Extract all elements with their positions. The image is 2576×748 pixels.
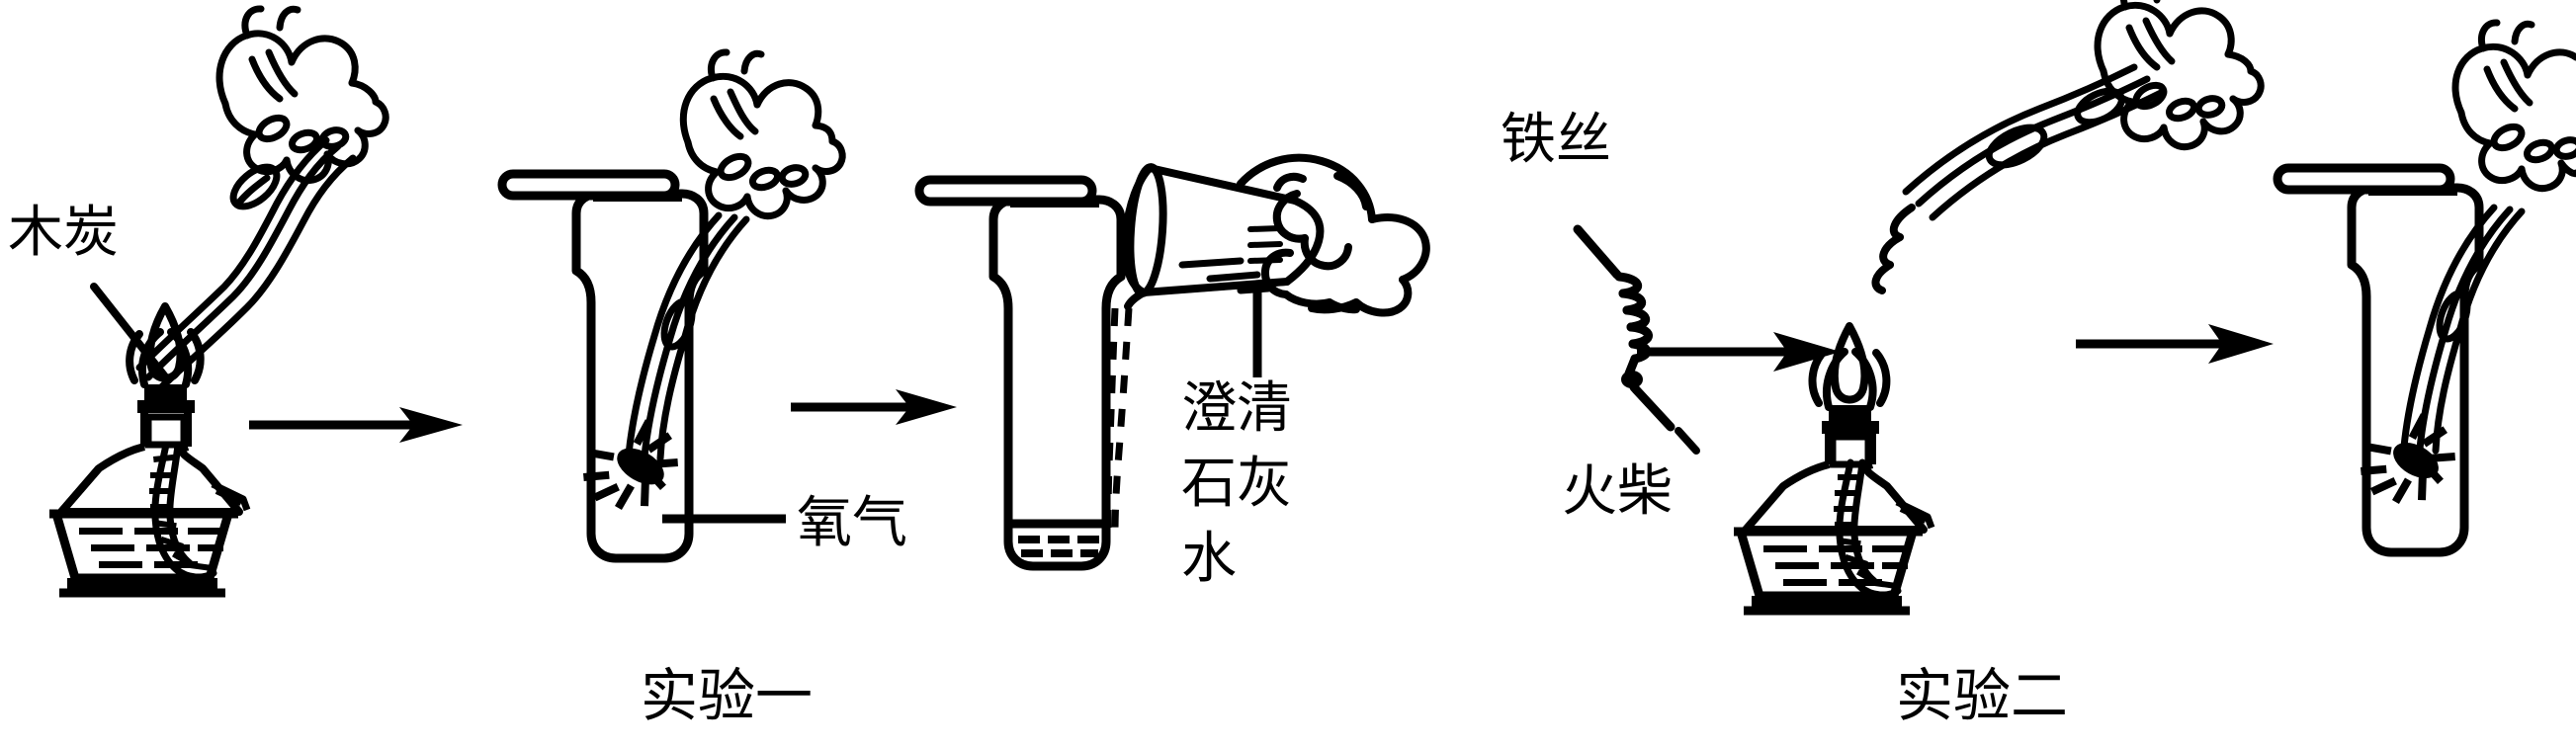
label-charcoal-text: 木炭 bbox=[8, 201, 119, 265]
burning-iron-wire-icon bbox=[2360, 413, 2455, 505]
tongs-icon bbox=[1902, 63, 2165, 221]
alcohol-lamp-icon bbox=[1734, 322, 1935, 616]
glass-plate-icon bbox=[914, 175, 1097, 207]
panel-light-iron-wire bbox=[1734, 0, 2265, 616]
label-oxygen: 氧气 bbox=[662, 491, 907, 555]
glass-plate-icon bbox=[497, 169, 680, 201]
coiled-iron-wire-icon bbox=[1871, 204, 1916, 294]
gas-jar-icon bbox=[497, 169, 709, 563]
hand-icon bbox=[215, 5, 389, 185]
arrow-4 bbox=[2076, 324, 2274, 364]
label-limewater-line3: 水 bbox=[1181, 527, 1237, 591]
tongs-icon bbox=[2400, 204, 2526, 455]
label-match-text: 火柴 bbox=[1562, 459, 1673, 524]
label-limewater-line1: 澄清 bbox=[1181, 376, 1292, 441]
panel-charcoal-in-oxygen: 氧气 bbox=[497, 48, 907, 563]
arrow-2 bbox=[791, 389, 957, 425]
panel-iron-wire-match: 铁丝 火柴 bbox=[1501, 108, 1700, 524]
gas-jar-icon bbox=[2273, 163, 2484, 557]
glowing-charcoal-icon bbox=[583, 419, 678, 510]
panel-iron-wire-burning bbox=[2273, 19, 2576, 557]
label-limewater: 澄清 石灰 水 bbox=[1181, 289, 1292, 591]
coiled-iron-wire-icon bbox=[1614, 272, 1653, 364]
label-charcoal: 木炭 bbox=[8, 201, 172, 384]
pour-stream bbox=[1104, 307, 1133, 535]
match-icon bbox=[1621, 354, 1675, 432]
panel-charcoal-lamp: 木炭 bbox=[8, 5, 389, 598]
label-limewater-line2: 石灰 bbox=[1181, 452, 1292, 516]
gas-jar-icon bbox=[914, 175, 1126, 571]
arrow-1 bbox=[249, 407, 463, 443]
hand-icon bbox=[679, 48, 846, 220]
label-oxygen-text: 氧气 bbox=[797, 491, 907, 555]
label-iron-wire-text: 铁丝 bbox=[1501, 108, 1611, 172]
arrow-3 bbox=[1637, 332, 1841, 372]
caption-experiment-two: 实验二 bbox=[1896, 662, 2068, 729]
label-match: 火柴 bbox=[1562, 427, 1700, 524]
glass-plate-icon bbox=[2273, 163, 2455, 195]
hand-icon bbox=[2451, 19, 2576, 193]
panel-pour-limewater: 澄清 石灰 水 bbox=[914, 153, 1430, 591]
caption-experiment-one: 实验一 bbox=[641, 662, 813, 729]
hand-icon bbox=[1237, 153, 1430, 317]
